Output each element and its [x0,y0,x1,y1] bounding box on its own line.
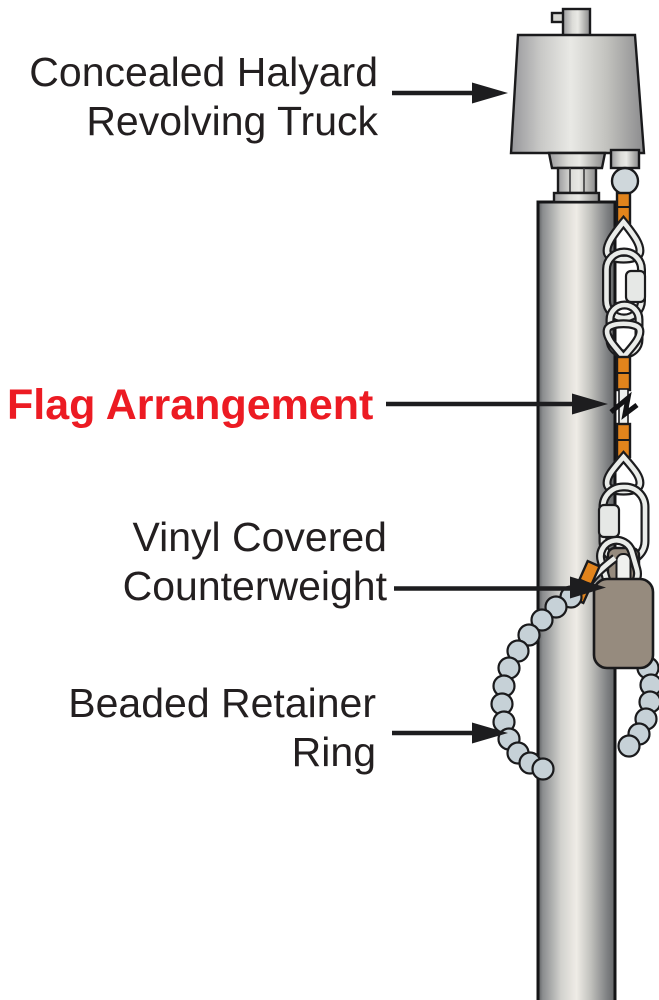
quick-link-icon [602,247,647,323]
counterweight-label: Vinyl Covered Counterweight [0,513,387,611]
truck-body [509,33,646,155]
retainer-label-line2: Ring [291,729,376,775]
truck-label-arrow [392,82,508,104]
bead-icon [530,608,554,632]
snap-hook-icon [602,214,645,264]
beaded-ring-left-arc [490,585,583,781]
truck-label-line1: Concealed Halyard [29,49,378,95]
flag-snap-icon [609,391,639,420]
counterweight-label-arrow [394,576,606,599]
halyard-ball [610,166,640,196]
counterweight-label-line2: Counterweight [122,563,387,609]
bead-icon [517,623,541,647]
retainer-label: Beaded Retainer Ring [0,679,376,777]
counterweight-icon [592,577,655,670]
truck-label-line2: Revolving Truck [86,98,378,144]
truck-nut [556,166,598,195]
quick-link-sleeve [624,269,647,304]
flag-label: Flag Arrangement [7,381,374,429]
counterweight-label-line1: Vinyl Covered [132,514,388,560]
truck-spindle [561,7,592,38]
beaded-ring-right-arc [617,656,659,758]
truck-nut-facets [569,168,585,193]
retainer-label-line1: Beaded Retainer [68,680,376,726]
snap-hook-icon [602,319,645,364]
flag-label-arrow [386,393,608,415]
bead-icon [544,595,568,619]
retainer-label-arrow [392,722,508,744]
quick-link-sleeve [597,503,621,539]
halyard-outlet [609,148,641,170]
bead-icon [531,757,555,781]
truck-label: Concealed Halyard Revolving Truck [0,48,378,146]
truck-collar [547,151,607,170]
truck-base-collar [552,191,601,204]
halyard-cover-upper [615,191,632,225]
bead-icon [617,734,641,758]
halyard-cover-above-flag [615,355,632,392]
